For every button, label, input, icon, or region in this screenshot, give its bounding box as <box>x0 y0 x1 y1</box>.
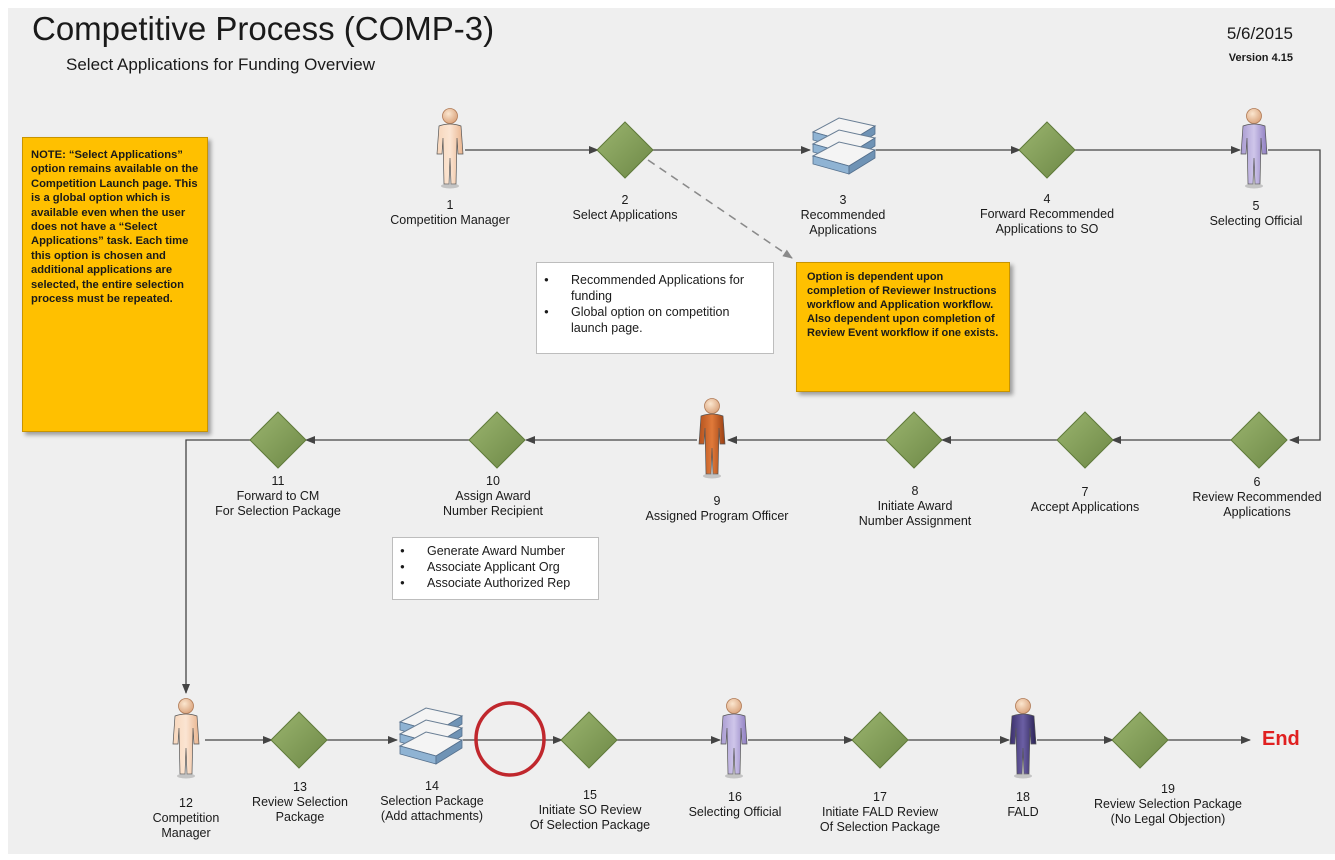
connector-5-6 <box>1268 149 1321 444</box>
decision-diamond <box>596 121 654 179</box>
decision-diamond <box>851 711 909 769</box>
decision-diamond <box>468 411 526 469</box>
connector-11-12 <box>182 439 251 694</box>
person-icon <box>1009 698 1037 779</box>
decision-diamond <box>1230 411 1288 469</box>
person-icon <box>698 398 726 479</box>
person-icon <box>1240 108 1268 189</box>
connector-lines <box>182 146 1321 744</box>
decision-diamond <box>560 711 618 769</box>
decision-diamond <box>1056 411 1114 469</box>
version-label: Version 4.15 <box>1228 52 1293 64</box>
highlight-circle <box>474 701 546 777</box>
award-bullets-box: Generate Award Number Associate Applican… <box>392 537 599 600</box>
global-option-note: NOTE: “Select Applications” option remai… <box>22 137 208 432</box>
end-label: End <box>1262 728 1300 750</box>
dependency-note: Option is dependent upon completion of R… <box>796 262 1010 392</box>
bullet-item: Recommended Applications for funding <box>537 272 767 304</box>
bullet-item: Associate Authorized Rep <box>393 575 592 591</box>
decision-diamond <box>249 411 307 469</box>
person-icon <box>436 108 464 189</box>
step-shapes <box>172 108 1288 779</box>
bullet-item: Generate Award Number <box>393 543 592 559</box>
slide-background <box>8 8 1335 854</box>
page-subtitle: Select Applications for Funding Overview <box>66 55 375 74</box>
bullet-item: Global option on competition launch page… <box>537 304 767 336</box>
date-label: 5/6/2015 <box>1226 24 1293 43</box>
documents-icon <box>811 117 877 175</box>
recommended-bullets-box: Recommended Applications for funding Glo… <box>536 262 774 354</box>
page-title: Competitive Process (COMP-3) <box>32 10 495 47</box>
decision-diamond <box>1018 121 1076 179</box>
person-icon <box>172 698 200 779</box>
decision-diamond <box>270 711 328 769</box>
decision-diamond <box>1111 711 1169 769</box>
dependency-dashed-arrow <box>647 159 793 259</box>
decision-diamond <box>885 411 943 469</box>
person-icon <box>720 698 748 779</box>
documents-icon <box>398 707 464 765</box>
bullet-item: Associate Applicant Org <box>393 559 592 575</box>
